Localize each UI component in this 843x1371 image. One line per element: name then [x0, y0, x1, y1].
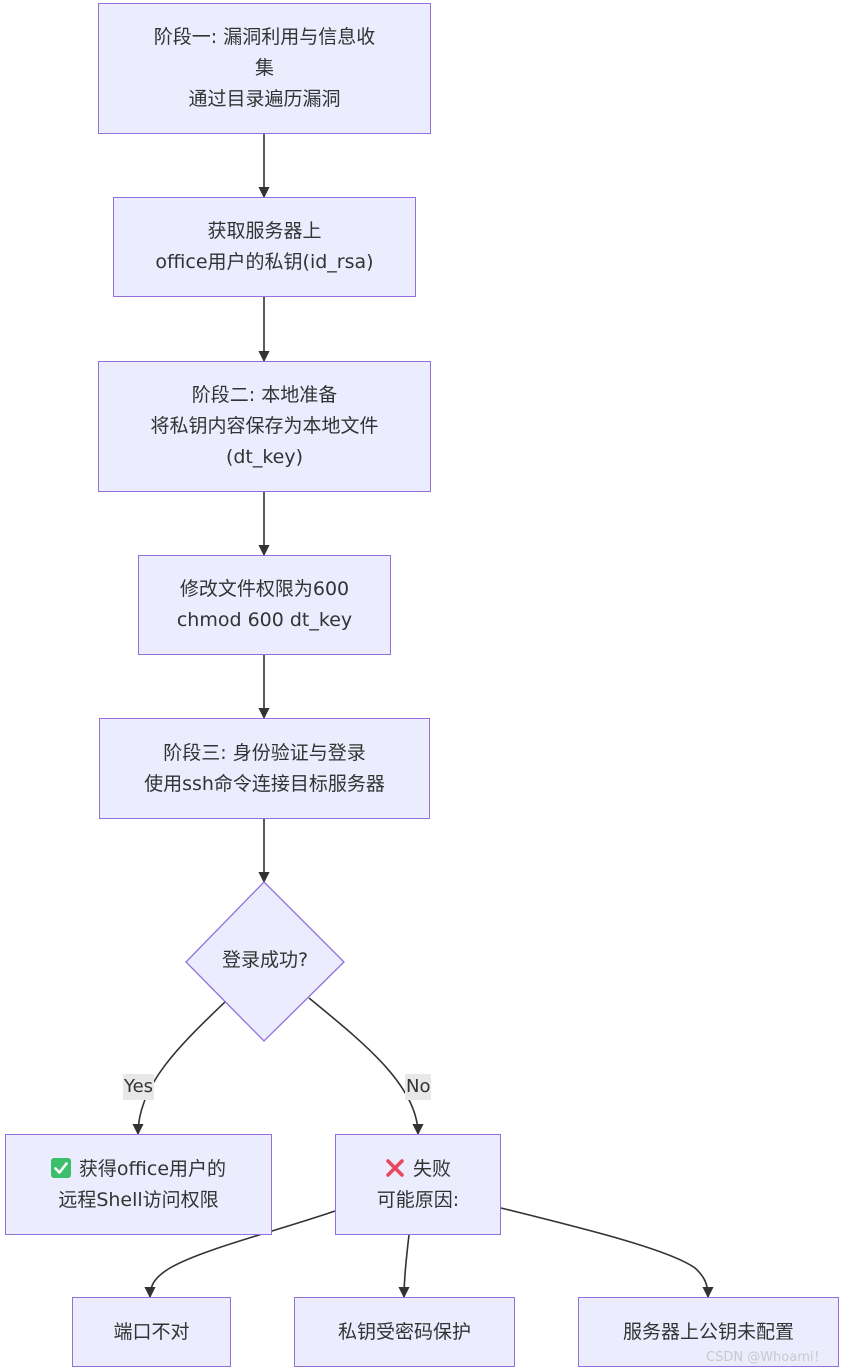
- node-text-line: 私钥受密码保护: [337, 1320, 471, 1343]
- node-fail: 失败 可能原因:: [335, 1134, 501, 1235]
- node-text-line: 将私钥内容保存为本地文件: [150, 415, 379, 437]
- node-get-private-key: 获取服务器上 office用户的私钥(id_rsa): [113, 197, 416, 297]
- node-text-line: 端口不对: [113, 1320, 190, 1343]
- edge-label-no: No: [405, 1074, 432, 1100]
- cross-mark-icon: [386, 1158, 404, 1177]
- node-stage2-local-prep: 阶段二: 本地准备 将私钥内容保存为本地文件 (dt_key): [98, 361, 431, 492]
- node-text-line: 修改文件权限为600: [179, 578, 350, 600]
- node-text-line: 集: [254, 57, 274, 79]
- node-stage3-auth: 阶段三: 身份验证与登录 使用ssh命令连接目标服务器: [99, 718, 430, 819]
- decision-diamond: [185, 881, 345, 1042]
- node-reason-pubkey: 服务器上公钥未配置: [578, 1297, 839, 1367]
- node-text-line: 失败: [385, 1154, 451, 1185]
- node-text-line: 使用ssh命令连接目标服务器: [144, 772, 385, 795]
- node-chmod: 修改文件权限为600 chmod 600 dt_key: [138, 555, 391, 655]
- node-text-line: 远程Shell访问权限: [58, 1188, 219, 1211]
- node-text-line: 服务器上公钥未配置: [622, 1320, 794, 1343]
- node-reason-passphrase: 私钥受密码保护: [294, 1297, 515, 1367]
- watermark: CSDN @Whoami！: [706, 1350, 827, 1365]
- node-text-line: (dt_key): [225, 446, 304, 468]
- edge-fail-to-passphrase: [398, 1234, 410, 1299]
- edge-fail-to-pubkey: [500, 1207, 714, 1299]
- node-text-line: 获得office用户的: [50, 1154, 227, 1185]
- edge-decision-no: [308, 997, 424, 1136]
- node-text-line: 阶段二: 本地准备: [191, 384, 338, 406]
- node-text-line: chmod 600 dt_key: [176, 609, 353, 631]
- edge-label-yes: Yes: [123, 1074, 155, 1100]
- node-text-line: office用户的私钥(id_rsa): [155, 251, 374, 273]
- decision-label: 登录成功?: [221, 949, 309, 971]
- node-stage1-exploit: 阶段一: 漏洞利用与信息收 集 通过目录遍历漏洞: [98, 3, 431, 134]
- node-text-line: 阶段一: 漏洞利用与信息收: [153, 26, 376, 48]
- edge-decision-yes: [132, 1001, 226, 1136]
- node-text-line: 获取服务器上: [207, 220, 322, 242]
- node-text-line: 可能原因:: [376, 1188, 460, 1211]
- node-reason-port: 端口不对: [72, 1297, 231, 1367]
- node-text-line: 阶段三: 身份验证与登录: [163, 741, 366, 764]
- success-title: 获得office用户的: [78, 1157, 227, 1180]
- node-text-line: 通过目录遍历漏洞: [188, 88, 341, 110]
- edge-fail-to-port: [144, 1210, 336, 1299]
- node-success: 获得office用户的 远程Shell访问权限: [5, 1134, 272, 1235]
- check-mark-icon: [50, 1157, 71, 1178]
- fail-title: 失败: [412, 1157, 451, 1180]
